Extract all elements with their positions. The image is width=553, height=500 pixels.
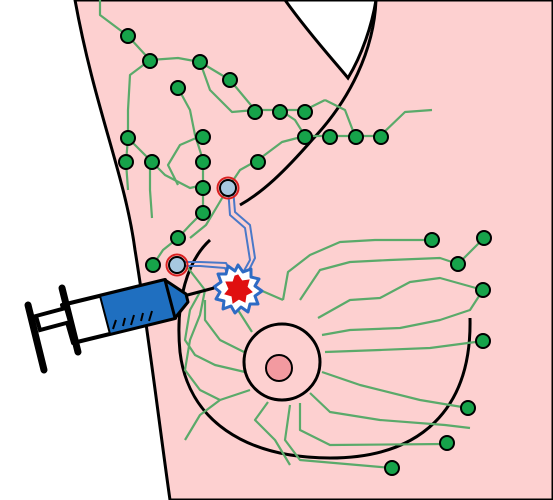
lymph-nodes (118, 28, 492, 476)
lymph-node-icon (195, 154, 211, 170)
sentinel-node-icon (168, 256, 186, 274)
nipple (265, 354, 293, 382)
lymph-node-icon (192, 54, 208, 70)
lymph-node-icon (222, 72, 238, 88)
lymph-node-icon (250, 154, 266, 170)
lymph-node-icon (118, 154, 134, 170)
lymph-node-icon (297, 129, 313, 145)
lymph-node-icon (170, 230, 186, 246)
lymph-node-icon (476, 230, 492, 246)
lymph-node-icon (120, 28, 136, 44)
lymph-node-icon (384, 460, 400, 476)
lymph-node-icon (475, 282, 491, 298)
tracer-drainage-path (178, 187, 256, 286)
lymph-node-icon (170, 80, 186, 96)
sentinel-node-icon (219, 179, 237, 197)
lymph-node-icon (144, 154, 160, 170)
lymph-node-icon (475, 333, 491, 349)
tumor-star-icon (212, 263, 264, 315)
lymph-node-icon (297, 104, 313, 120)
lymph-node-icon (195, 205, 211, 221)
lymph-node-icon (450, 256, 466, 272)
lymph-node-icon (120, 130, 136, 146)
torso (73, 0, 553, 500)
lymph-node-icon (439, 435, 455, 451)
lymph-node-icon (247, 104, 263, 120)
lymph-node-icon (424, 232, 440, 248)
lymph-node-icon (195, 129, 211, 145)
axilla-cutout (283, 0, 378, 81)
syringe-icon (24, 278, 215, 374)
lymph-node-icon (272, 104, 288, 120)
lymph-node-icon (142, 53, 158, 69)
lymph-node-icon (145, 257, 161, 273)
lymph-node-icon (460, 400, 476, 416)
sentinel-nodes (165, 176, 240, 277)
lymph-node-icon (373, 129, 389, 145)
lymph-node-icon (348, 129, 364, 145)
lymph-node-icon (195, 180, 211, 196)
lymph-node-icon (322, 129, 338, 145)
